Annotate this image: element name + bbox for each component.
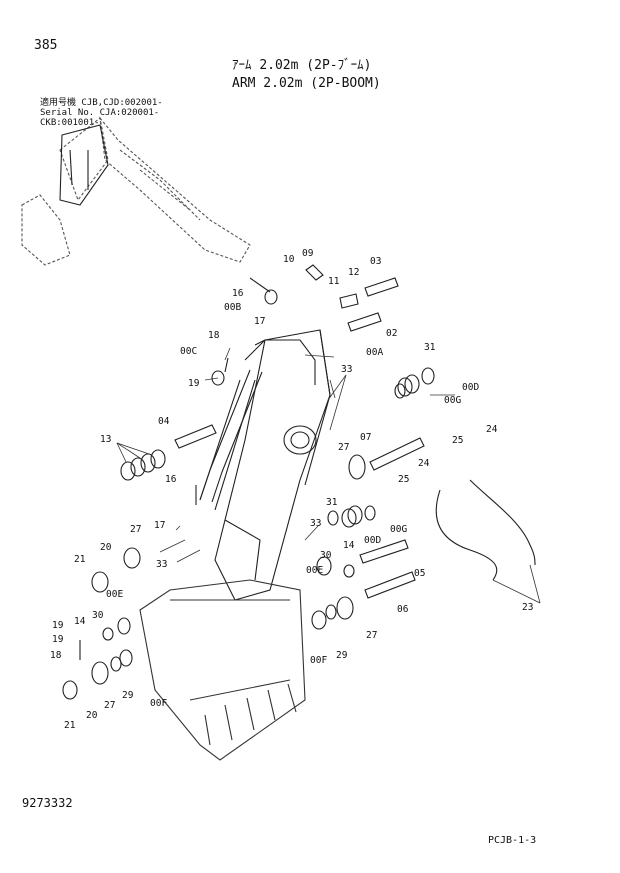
callout-21b: 21 [64,720,76,731]
hydraulic-hose-23 [435,479,536,581]
rings [62,367,435,700]
callout-00a: 00A [366,347,383,358]
pin-04 [174,424,217,449]
callout-25a: 25 [452,435,463,446]
callout-30b: 30 [92,610,104,621]
callout-00g: 00G [444,395,461,406]
hardware [79,264,359,660]
callout-14a: 14 [343,540,355,551]
page-reference: PCJB-1-3 [488,835,537,846]
callout-11: 11 [328,276,340,287]
callout-00e2: 00E [106,589,123,600]
callout-20a: 20 [100,542,112,553]
callout-33b: 33 [310,518,321,529]
bucket [139,579,306,761]
callout-00d2: 00D [364,535,381,546]
callout-18a: 18 [208,330,220,341]
callout-27a: 27 [338,442,349,453]
callout-09: 09 [302,248,314,259]
callout-27c: 27 [366,630,377,641]
machine-overview-arm [59,124,109,206]
callout-16b: 16 [165,474,177,485]
callout-19a: 19 [188,378,200,389]
callout-27d: 27 [104,700,115,711]
arm-cylinder [199,369,263,503]
callout-13: 13 [100,434,111,445]
callout-29a: 29 [336,650,348,661]
callout-24b: 24 [418,458,430,469]
callout-03: 03 [370,256,381,267]
document-number: 9273332 [22,796,73,810]
callout-17a: 17 [254,316,265,327]
callout-18b: 18 [50,650,62,661]
machine-overview-sketch [21,116,251,266]
callout-31b: 31 [326,497,338,508]
pin-05 [359,539,409,564]
page-number: 385 [34,38,58,53]
callout-00d: 00D [462,382,479,393]
callout-00e: 00E [306,565,323,576]
callout-20b: 20 [86,710,98,721]
callout-19c: 19 [52,634,64,645]
callout-23: 23 [522,602,533,613]
callout-00g2: 00G [390,524,407,535]
title-japanese: ｱｰﾑ 2.02m (2P-ﾌﾞｰﾑ) [232,58,372,73]
callout-04: 04 [158,416,170,427]
pin-06 [364,571,416,599]
callout-06: 06 [397,604,409,615]
callout-33a: 33 [341,364,352,375]
serial-line-1: 適用号機 CJB,CJD:002001- [40,98,163,108]
callout-25b: 25 [398,474,409,485]
pin-07 [369,437,425,471]
pin-03 [364,277,399,297]
callout-16a: 16 [232,288,244,299]
pin-02 [347,312,382,332]
callout-07: 07 [360,432,371,443]
callout-14b: 14 [74,616,86,627]
callout-00c: 00C [180,346,197,357]
serial-line-2: Serial No. CJA:020001- [40,108,160,118]
serial-line-3: CKB:001001- [40,118,100,128]
callout-19b: 19 [52,620,64,631]
callout-05: 05 [414,568,425,579]
callout-17b: 17 [154,520,165,531]
arm-body [199,329,331,601]
callout-02: 02 [386,328,397,339]
serial-number-block: 適用号機 CJB,CJD:002001- Serial No. CJA:0200… [40,98,163,128]
callout-30a: 30 [320,550,332,561]
callout-33c: 33 [156,559,167,570]
shim-set-13 [120,449,166,481]
callout-31a: 31 [424,342,436,353]
callout-27b: 27 [130,524,141,535]
callout-21a: 21 [74,554,86,565]
callout-12: 12 [348,267,359,278]
callout-24a: 24 [486,424,498,435]
callout-00f: 00F [310,655,327,666]
callout-00f2: 00F [150,698,167,709]
leader-lines [116,347,541,604]
callout-10: 10 [283,254,295,265]
callout-00b: 00B [224,302,241,313]
title-english: ARM 2.02m (2P-BOOM) [232,76,381,91]
callout-29b: 29 [122,690,134,701]
